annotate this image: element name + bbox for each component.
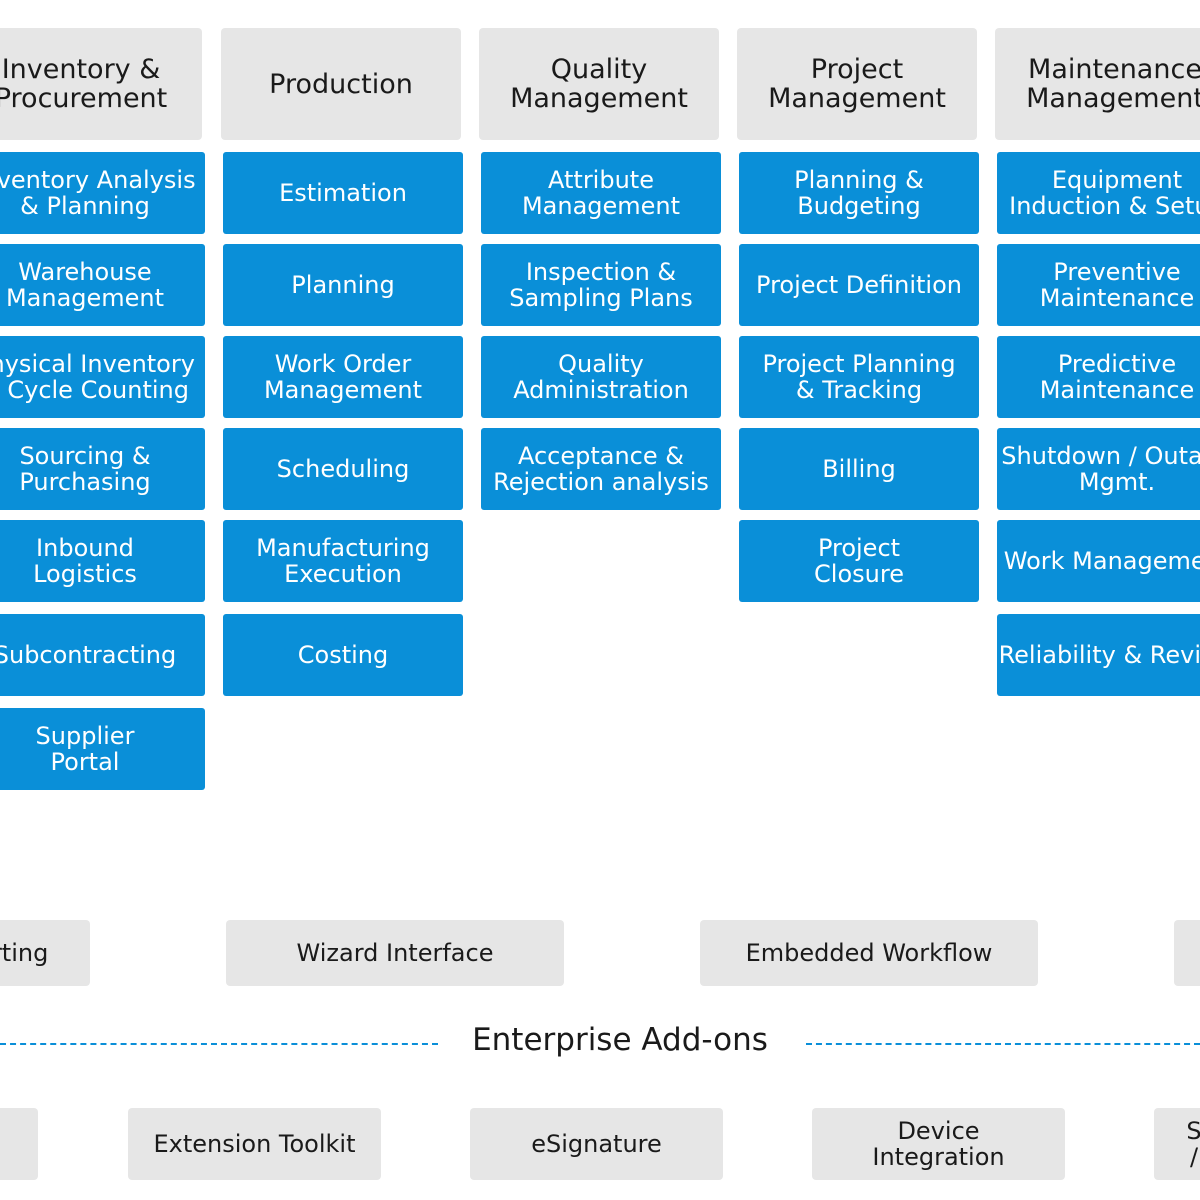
feature-embedded-workflow: Embedded Workflow — [700, 920, 1038, 986]
module-project-definition: Project Definition — [739, 244, 979, 326]
module-inventory-analysis-planning: Inventory Analysis & Planning — [0, 152, 205, 234]
module-sourcing-purchasing: Sourcing & Purchasing — [0, 428, 205, 510]
module-inspection-sampling: Inspection & Sampling Plans — [481, 244, 721, 326]
feature-partial-right — [1174, 920, 1200, 986]
column-header-inventory: Inventory & Procurement — [0, 28, 202, 140]
column-header-production: Production — [221, 28, 461, 140]
module-costing: Costing — [223, 614, 463, 696]
module-warehouse-management: Warehouse Management — [0, 244, 205, 326]
enterprise-addons-title: Enterprise Add-ons — [472, 1022, 768, 1058]
module-manufacturing-execution: Manufacturing Execution — [223, 520, 463, 602]
module-predictive-maintenance: Predictive Maintenance — [997, 336, 1200, 418]
module-attribute-management: Attribute Management — [481, 152, 721, 234]
module-inbound-logistics: Inbound Logistics — [0, 520, 205, 602]
module-work-order-management: Work Order Management — [223, 336, 463, 418]
module-preventive-maintenance: Preventive Maintenance — [997, 244, 1200, 326]
module-estimation: Estimation — [223, 152, 463, 234]
module-subcontracting: Subcontracting — [0, 614, 205, 696]
addon-partial-left — [0, 1108, 38, 1180]
module-planning: Planning — [223, 244, 463, 326]
module-acceptance-rejection: Acceptance & Rejection analysis — [481, 428, 721, 510]
module-shutdown-outage: Shutdown / Outage Mgmt. — [997, 428, 1200, 510]
module-reliability-review: Reliability & Review — [997, 614, 1200, 696]
column-header-project: Project Management — [737, 28, 977, 140]
column-header-quality: Quality Management — [479, 28, 719, 140]
module-scheduling: Scheduling — [223, 428, 463, 510]
module-project-closure: Project Closure — [739, 520, 979, 602]
addon-esignature: eSignature — [470, 1108, 723, 1180]
module-equipment-induction: Equipment Induction & Setup — [997, 152, 1200, 234]
module-supplier-portal: Supplier Portal — [0, 708, 205, 790]
module-planning-budgeting: Planning & Budgeting — [739, 152, 979, 234]
addon-device-integration: Device Integration — [812, 1108, 1065, 1180]
feature-reporting: Reporting — [0, 920, 90, 986]
module-physical-inventory: Physical Inventory & Cycle Counting — [0, 336, 205, 418]
module-work-management: Work Management — [997, 520, 1200, 602]
module-quality-administration: Quality Administration — [481, 336, 721, 418]
module-project-planning-tracking: Project Planning & Tracking — [739, 336, 979, 418]
feature-wizard-interface: Wizard Interface — [226, 920, 564, 986]
addon-extension-toolkit: Extension Toolkit — [128, 1108, 381, 1180]
addon-partial-right: S / — [1154, 1108, 1200, 1180]
column-header-maintenance: Maintenance Management — [995, 28, 1200, 140]
dashed-divider-left — [0, 1043, 438, 1045]
dashed-divider-right — [806, 1043, 1200, 1045]
module-billing: Billing — [739, 428, 979, 510]
